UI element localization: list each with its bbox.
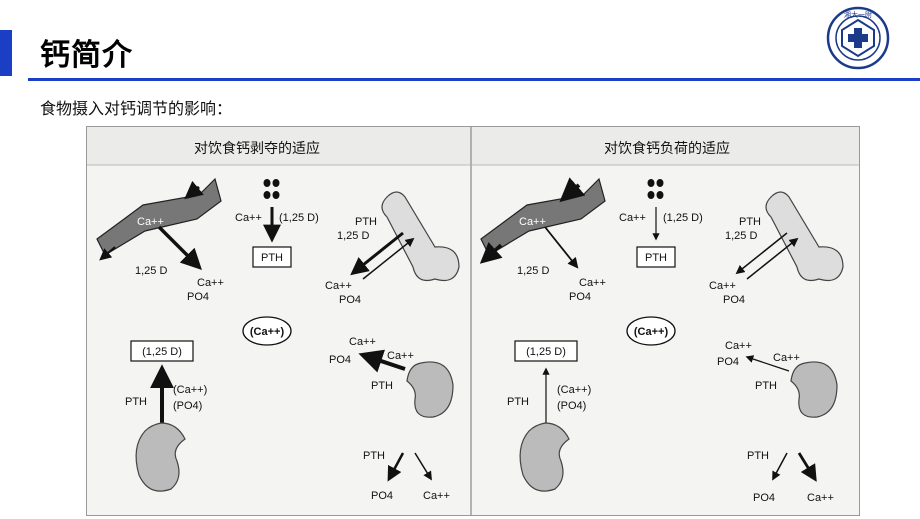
title-underline <box>28 78 920 81</box>
bone-shape <box>381 191 460 282</box>
parathyroid-glands-icon <box>263 179 280 199</box>
kidney-right-bot1: PO4 <box>371 490 393 502</box>
parathyroid-in-right: (1,25 D) <box>279 212 319 224</box>
pth-box <box>252 246 292 268</box>
kidney-right-bot2: Ca++ <box>423 490 450 502</box>
gut-out1-label: Ca++ <box>579 277 606 289</box>
pth-box-label: PTH <box>645 252 667 264</box>
gut-ion-label: Ca++ <box>137 216 164 228</box>
kidney-right-ion: Ca++ <box>773 352 800 364</box>
parathyroid-in-left: Ca++ <box>235 212 262 224</box>
kidney-left-ion2: (PO4) <box>173 400 202 412</box>
bone-pth-label: PTH <box>355 216 377 228</box>
kidney-left-ion2: (PO4) <box>557 400 586 412</box>
panel-deprivation: 对饮食钙剥夺的适应 Ca++ 1,25 D Ca++ PO4 Ca++ (1,2… <box>96 140 460 502</box>
pth-box-label: PTH <box>261 252 283 264</box>
kidney-left-shape <box>519 422 570 492</box>
pth-box <box>636 246 676 268</box>
gut-vit-label: 1,25 D <box>517 265 549 277</box>
kidney-left-shape <box>135 422 186 492</box>
kidney-left-ion1: (Ca++) <box>173 384 207 396</box>
gut-out1-label: Ca++ <box>197 277 224 289</box>
panel-header-deprivation: 对饮食钙剥夺的适应 <box>194 140 320 156</box>
kidney-vit-box-label: (1,25 D) <box>142 346 182 358</box>
kidney-right-bot2: Ca++ <box>807 492 834 504</box>
hospital-logo-icon: 湘大一附 <box>826 6 890 70</box>
kidney-left-ion1: (Ca++) <box>557 384 591 396</box>
parathyroid-in-left: Ca++ <box>619 212 646 224</box>
kidney-vit-box-label: (1,25 D) <box>526 346 566 358</box>
kidney-right-pth2: PTH <box>747 450 769 462</box>
kidney-vit-box <box>514 340 578 362</box>
kidney-right-pth2: PTH <box>363 450 385 462</box>
bone-out1-label: Ca++ <box>325 280 352 292</box>
kidney-right-shape <box>406 361 454 418</box>
serum-label: (Ca++) <box>250 326 285 338</box>
gut-out2-label: PO4 <box>187 291 209 303</box>
logo-text: 湘大一附 <box>844 10 872 19</box>
header-strip <box>87 127 859 165</box>
bone-out2-label: PO4 <box>339 294 361 306</box>
kidney-right-pth: PTH <box>755 380 777 392</box>
gut-ion-label: Ca++ <box>519 216 546 228</box>
title-accent-bar <box>0 30 12 76</box>
bone-vit-label: 1,25 D <box>725 230 757 242</box>
kidney-right-shape <box>790 361 838 418</box>
panel-loading: 对饮食钙负荷的适应 Ca++ 1,25 D Ca++ PO4 Ca++ (1,2… <box>479 140 844 504</box>
panel-header-loading: 对饮食钙负荷的适应 <box>604 140 730 156</box>
serum-ellipse <box>626 316 676 346</box>
kidney-right-out1: Ca++ <box>349 336 376 348</box>
kidney-left-pth: PTH <box>125 396 147 408</box>
bone-out1-label: Ca++ <box>709 280 736 292</box>
parathyroid-glands-icon <box>647 179 664 199</box>
subtitle: 食物摄入对钙调节的影响： <box>40 99 233 118</box>
bone-out2-label: PO4 <box>723 294 745 306</box>
kidney-vit-box <box>130 340 194 362</box>
calcium-regulation-figure: 对饮食钙剥夺的适应 Ca++ 1,25 D Ca++ PO4 Ca++ (1,2… <box>86 126 860 516</box>
kidney-right-out2: PO4 <box>329 354 351 366</box>
parathyroid-in-right: (1,25 D) <box>663 212 703 224</box>
serum-ellipse <box>242 316 292 346</box>
serum-label: (Ca++) <box>634 326 669 338</box>
page-title: 钙简介 <box>40 38 133 73</box>
kidney-right-bot1: PO4 <box>753 492 775 504</box>
kidney-right-ion: Ca++ <box>387 350 414 362</box>
gut-vit-label: 1,25 D <box>135 265 167 277</box>
bone-shape <box>765 191 844 282</box>
kidney-right-out2: PO4 <box>717 356 739 368</box>
gut-out2-label: PO4 <box>569 291 591 303</box>
bone-pth-label: PTH <box>739 216 761 228</box>
kidney-right-pth: PTH <box>371 380 393 392</box>
kidney-right-out1: Ca++ <box>725 340 752 352</box>
bone-vit-label: 1,25 D <box>337 230 369 242</box>
kidney-left-pth: PTH <box>507 396 529 408</box>
